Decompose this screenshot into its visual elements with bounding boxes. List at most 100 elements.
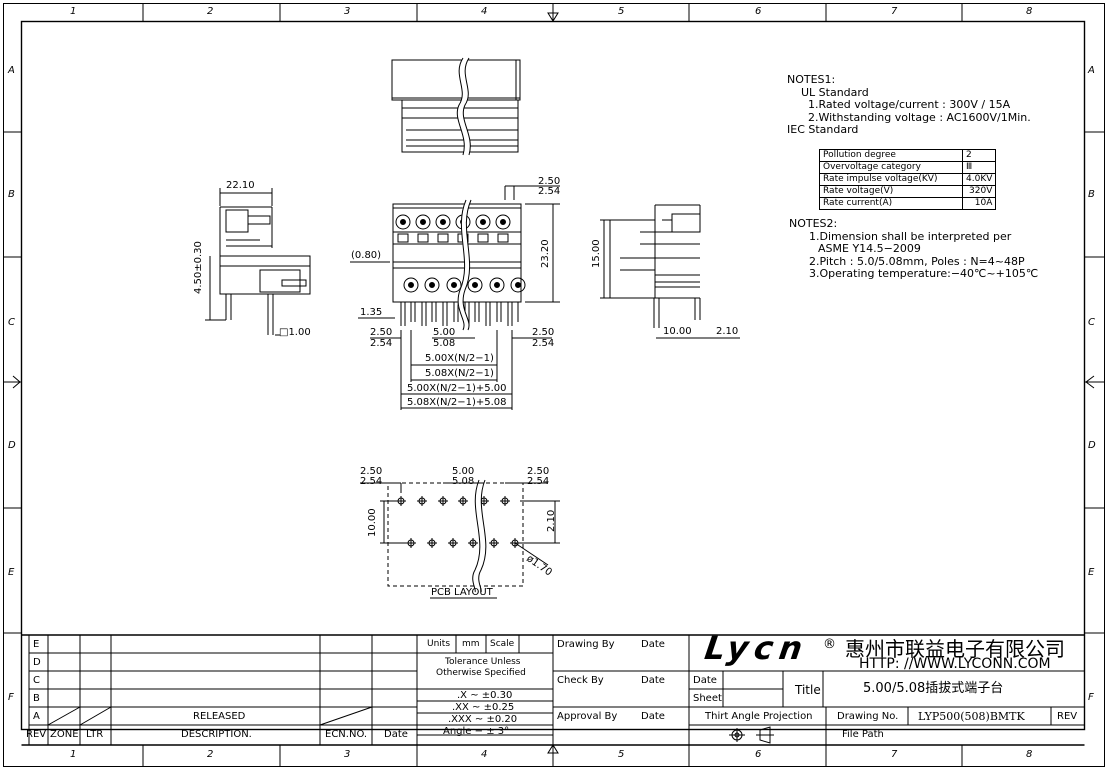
row-label-a-r: A [1088, 65, 1095, 76]
projection-symbol [729, 726, 774, 744]
title-value: 5.00/5.08插拔式端子台 [863, 681, 1004, 696]
col-label-4: 4 [481, 6, 488, 17]
center-mark-left [5, 375, 21, 389]
row-label-d-r: D [1088, 440, 1096, 451]
row-label-e-r: E [1088, 567, 1095, 578]
dim-front-pin: 1.35 [360, 307, 383, 318]
pcb-dim-center-a: 5.00 [452, 466, 475, 477]
approval-by-label: Approval By [557, 711, 618, 722]
pcb-dim-left-a: 2.50 [360, 466, 383, 477]
notes1-line2: 2.Withstanding voltage : AC1600V/1Min. [808, 110, 1031, 124]
scale-label: Scale [490, 639, 515, 649]
company-url: HTTP: //WWW.LYCONN.COM [859, 656, 1051, 672]
col-label-7: 7 [891, 6, 898, 17]
registered-mark: ® [823, 637, 836, 652]
header-ecn: ECN.NO. [325, 729, 368, 740]
pcb-layout-title: PCB LAYOUT [431, 587, 493, 598]
row-label-a: A [8, 65, 15, 76]
pcb-dim-left-b: 2.54 [360, 476, 383, 487]
projection-label: Thirt Angle Projection [705, 711, 813, 722]
company-logo: Lycn [702, 629, 811, 667]
dim-left-height: 4.50±0.30 [193, 241, 204, 294]
units-label: Units [427, 639, 451, 649]
check-by-date: Date [641, 675, 665, 686]
header-zone: ZONE [50, 729, 79, 740]
pcb-dim-right-b: 2.54 [527, 476, 550, 487]
notes2-line1b: ASME Y14.5−2009 [818, 242, 921, 255]
company-name: 惠州市联益电子有限公司 [845, 637, 1065, 661]
col-label-6b: 6 [755, 749, 762, 760]
col-label-7b: 7 [891, 749, 898, 760]
col-label-1b: 1 [70, 749, 77, 760]
drawing-no-label: Drawing No. [837, 711, 899, 722]
dim-row2: 5.08X(N/2−1) [425, 368, 494, 379]
center-mark-top [547, 12, 559, 22]
left-side-view [205, 188, 311, 336]
row-label-b-r: B [1088, 189, 1095, 200]
notes1: NOTES1: UL Standard 1.Rated voltage/curr… [787, 73, 1031, 137]
pcb-holes-row2 [406, 538, 520, 548]
pcb-layout [360, 478, 560, 599]
notes1-title: NOTES1: [787, 73, 836, 86]
dim-front-height: 23.20 [540, 239, 551, 268]
front-header-circles [403, 277, 526, 293]
row-label-c-r: C [1088, 317, 1095, 328]
check-by-label: Check By [557, 675, 604, 686]
col-label-2b: 2 [207, 749, 214, 760]
notes2-title: NOTES2: [789, 217, 838, 230]
top-view [391, 56, 521, 156]
row-label-b: B [8, 189, 15, 200]
dim-right-w1: 10.00 [663, 326, 692, 337]
table-row: Rate current(A)10A [819, 197, 997, 210]
col-label-5: 5 [618, 6, 625, 17]
drawing-by-label: Drawing By [557, 639, 615, 650]
tolerance-x: .X ~ ±0.30 [457, 690, 513, 701]
front-view [350, 185, 560, 410]
col-label-4b: 4 [481, 749, 488, 760]
sheet-label: Sheet [693, 693, 722, 704]
notes2: NOTES2: 1.Dimension shall be interpreted… [789, 217, 1039, 281]
tolerance-angle: Angle − ± 3° [443, 726, 510, 737]
col-label-3b: 3 [344, 749, 351, 760]
col-label-1: 1 [70, 6, 77, 17]
dim-bottom-left-b: 2.54 [370, 338, 393, 349]
center-mark-bottom [547, 744, 559, 754]
col-label-8: 8 [1026, 6, 1033, 17]
dim-front-offset: (0.80) [351, 250, 382, 261]
pcb-dim-right-a: 2.50 [527, 466, 550, 477]
rev-a: A [33, 711, 40, 722]
date-label: Date [693, 675, 717, 686]
col-label-3: 3 [344, 6, 351, 17]
notes2-line3: 3.Operating temperature:−40℃~+105℃ [809, 267, 1039, 280]
rev-e: E [33, 639, 40, 650]
title-block-lines [21, 634, 1085, 746]
col-label-5b: 5 [618, 749, 625, 760]
notes1-iec: IEC Standard [787, 123, 859, 136]
released-label: RELEASED [193, 711, 246, 722]
col-label-8b: 8 [1026, 749, 1033, 760]
notes2-line2: 2.Pitch : 5.0/5.08mm, Poles : N=4~48P [809, 254, 1025, 268]
approval-by-date: Date [641, 711, 665, 722]
dim-right-w2: 2.10 [716, 326, 739, 337]
units-mm: mm [462, 639, 480, 649]
column-ticks [142, 3, 963, 767]
header-rev: REV [26, 729, 47, 740]
pcb-dim-center-b: 5.08 [452, 476, 475, 487]
dim-row4: 5.08X(N/2−1)+5.08 [407, 397, 507, 408]
rev-c: C [33, 675, 40, 686]
pcb-holes-row1 [396, 496, 510, 506]
dim-bottom-left-a: 2.50 [370, 327, 393, 338]
row-label-f: F [8, 692, 14, 703]
drawing-no-value: LYP500(508)BMTK [918, 710, 1025, 723]
row-label-e: E [8, 567, 15, 578]
table-row: Rate voltage(V)320V [819, 185, 997, 198]
pcb-dim-height: 10.00 [367, 508, 378, 537]
col-label-2: 2 [207, 6, 214, 17]
dim-bottom-center-b: 5.08 [433, 338, 456, 349]
dim-left-square: □1.00 [279, 327, 311, 338]
dim-bottom-center-a: 5.00 [433, 327, 456, 338]
